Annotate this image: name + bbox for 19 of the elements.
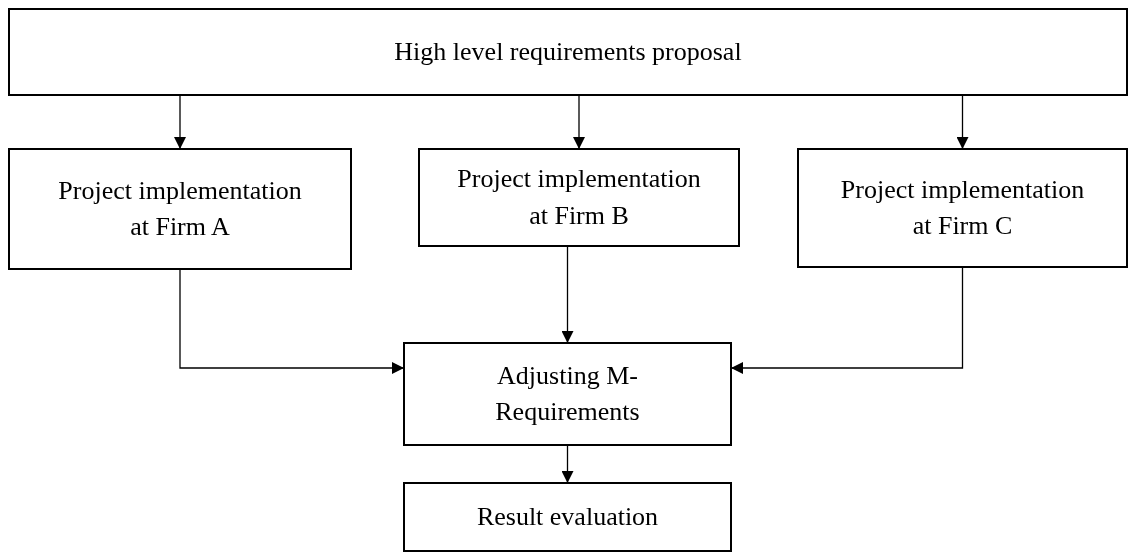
- process-box: [403, 482, 732, 552]
- process-box: [403, 342, 732, 446]
- arrow: [179, 269, 404, 374]
- process-box: [8, 8, 1128, 96]
- process-box: [797, 148, 1128, 268]
- box-text: High level requirements proposal: [394, 35, 742, 68]
- arrow: [174, 95, 186, 149]
- arrow: [561, 445, 574, 483]
- box-text: Project implementation at Firm B: [456, 163, 702, 232]
- box-text: Project implementation at Firm A: [57, 174, 303, 243]
- process-box: [8, 148, 352, 270]
- arrow: [561, 246, 574, 343]
- box-text: Project implementation at Firm C: [839, 173, 1086, 242]
- arrow: [573, 95, 585, 149]
- arrow: [731, 267, 964, 374]
- process-box: [418, 148, 740, 247]
- arrow: [956, 95, 969, 149]
- box-text: Result evaluation: [476, 500, 659, 533]
- box-text: Adjusting M- Requirements: [494, 359, 641, 428]
